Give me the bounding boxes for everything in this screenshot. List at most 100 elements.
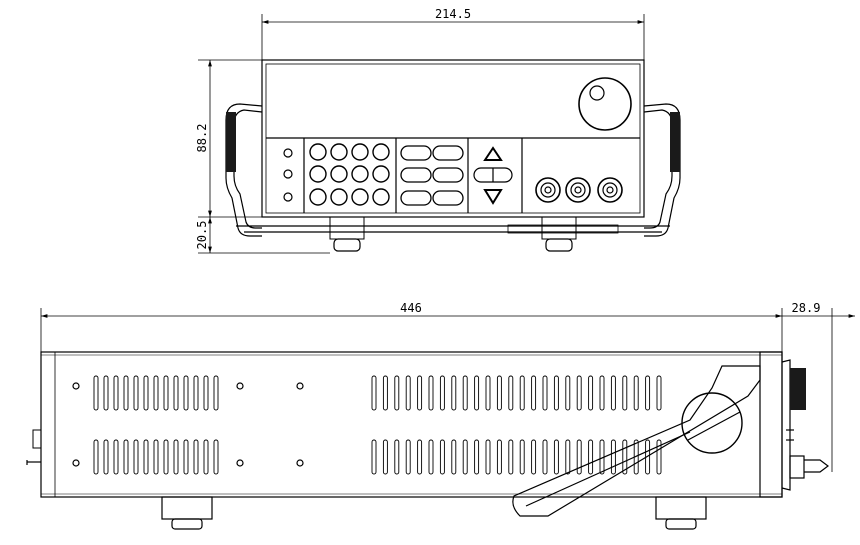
- output-terminals: [535, 177, 623, 203]
- vent-slot: [183, 375, 189, 411]
- function-key: [400, 167, 432, 183]
- vent-slot: [474, 375, 480, 411]
- vent-slot: [633, 375, 639, 411]
- vent-slot: [610, 375, 616, 411]
- keypad-key: [351, 165, 369, 183]
- vent-slot: [203, 375, 209, 411]
- vent-slot: [462, 375, 468, 411]
- numeric-keypad: [309, 143, 390, 206]
- keypad-key: [351, 143, 369, 161]
- arrow-keys: [473, 146, 513, 205]
- vent-slot: [203, 439, 209, 475]
- vent-slot: [565, 439, 571, 475]
- vent-slot: [193, 375, 199, 411]
- vent-slot: [542, 439, 548, 475]
- ventilation-slots: [93, 375, 662, 475]
- vent-slot: [588, 375, 594, 411]
- dimension-front-width-label: 214.5: [435, 7, 471, 21]
- side-handle-arm: [512, 365, 761, 517]
- right-handle: [643, 103, 681, 237]
- function-keys: [400, 145, 464, 206]
- dimension-side-length: 446: [40, 301, 783, 352]
- vent-slot: [143, 439, 149, 475]
- vent-slot: [622, 439, 628, 475]
- dimension-side-length-label: 446: [400, 301, 422, 315]
- vent-slot: [103, 439, 109, 475]
- vent-slot: [485, 439, 491, 475]
- vent-slot: [576, 439, 582, 475]
- vent-slot: [93, 375, 99, 411]
- keypad-key: [309, 143, 327, 161]
- vent-slot: [213, 375, 219, 411]
- keypad-key: [309, 165, 327, 183]
- vent-slot: [439, 439, 445, 475]
- vent-slot: [173, 375, 179, 411]
- vent-slot: [451, 439, 457, 475]
- side-panel-body: [40, 351, 783, 498]
- vent-slot: [576, 375, 582, 411]
- side-view: 446 28.9: [26, 301, 855, 530]
- vent-slot: [123, 439, 129, 475]
- rotary-knob: [578, 77, 632, 131]
- vent-slot: [439, 375, 445, 411]
- vent-slot: [113, 375, 119, 411]
- side-feet: [161, 496, 707, 530]
- dimension-foot-height: 20.5: [195, 217, 330, 254]
- dimension-rear-protrusion-label: 28.9: [792, 301, 821, 315]
- vent-slot: [656, 439, 662, 475]
- vent-slot: [394, 375, 400, 411]
- vent-slot: [371, 439, 377, 475]
- vent-slot: [496, 439, 502, 475]
- keypad-key: [372, 143, 390, 161]
- vent-slot: [153, 439, 159, 475]
- vent-slot: [474, 439, 480, 475]
- keypad-key: [330, 143, 348, 161]
- vent-slot: [371, 375, 377, 411]
- vent-slot: [599, 375, 605, 411]
- vent-slot: [133, 375, 139, 411]
- function-key: [400, 190, 432, 206]
- vent-slot: [143, 375, 149, 411]
- vent-slot: [553, 439, 559, 475]
- keypad-key: [372, 165, 390, 183]
- vent-slot: [405, 439, 411, 475]
- vent-slot: [462, 439, 468, 475]
- vent-slot: [542, 375, 548, 411]
- keypad-key: [309, 188, 327, 206]
- vent-slot: [428, 439, 434, 475]
- vent-slot: [565, 375, 571, 411]
- vent-slot: [163, 375, 169, 411]
- vent-slot: [531, 439, 537, 475]
- vent-slot: [428, 375, 434, 411]
- vent-slot: [382, 375, 388, 411]
- vent-slot: [656, 375, 662, 411]
- vent-slot: [193, 439, 199, 475]
- vent-slot: [519, 375, 525, 411]
- front-view: 214.5 88.2 20.5: [195, 7, 681, 254]
- dimension-front-height-label: 88.2: [195, 124, 209, 153]
- vent-slot: [645, 375, 651, 411]
- vent-slot: [496, 375, 502, 411]
- function-key: [432, 190, 464, 206]
- vent-slot: [123, 375, 129, 411]
- vent-slot: [183, 439, 189, 475]
- vent-slot: [103, 375, 109, 411]
- indicator-leds: [283, 148, 293, 202]
- vent-slot: [213, 439, 219, 475]
- vent-slot: [417, 375, 423, 411]
- vent-slot: [622, 375, 628, 411]
- keypad-key: [330, 165, 348, 183]
- vent-slot: [508, 439, 514, 475]
- vent-slot: [382, 439, 388, 475]
- vent-slot: [153, 375, 159, 411]
- dimension-front-width: 214.5: [261, 7, 645, 60]
- vent-slot: [519, 439, 525, 475]
- vent-slot: [531, 375, 537, 411]
- dimension-rear-protrusion: 28.9: [782, 301, 855, 472]
- mounting-holes: [72, 382, 304, 467]
- vent-slot: [93, 439, 99, 475]
- vent-slot: [451, 375, 457, 411]
- vent-slot: [133, 439, 139, 475]
- front-panel-body: [261, 59, 645, 218]
